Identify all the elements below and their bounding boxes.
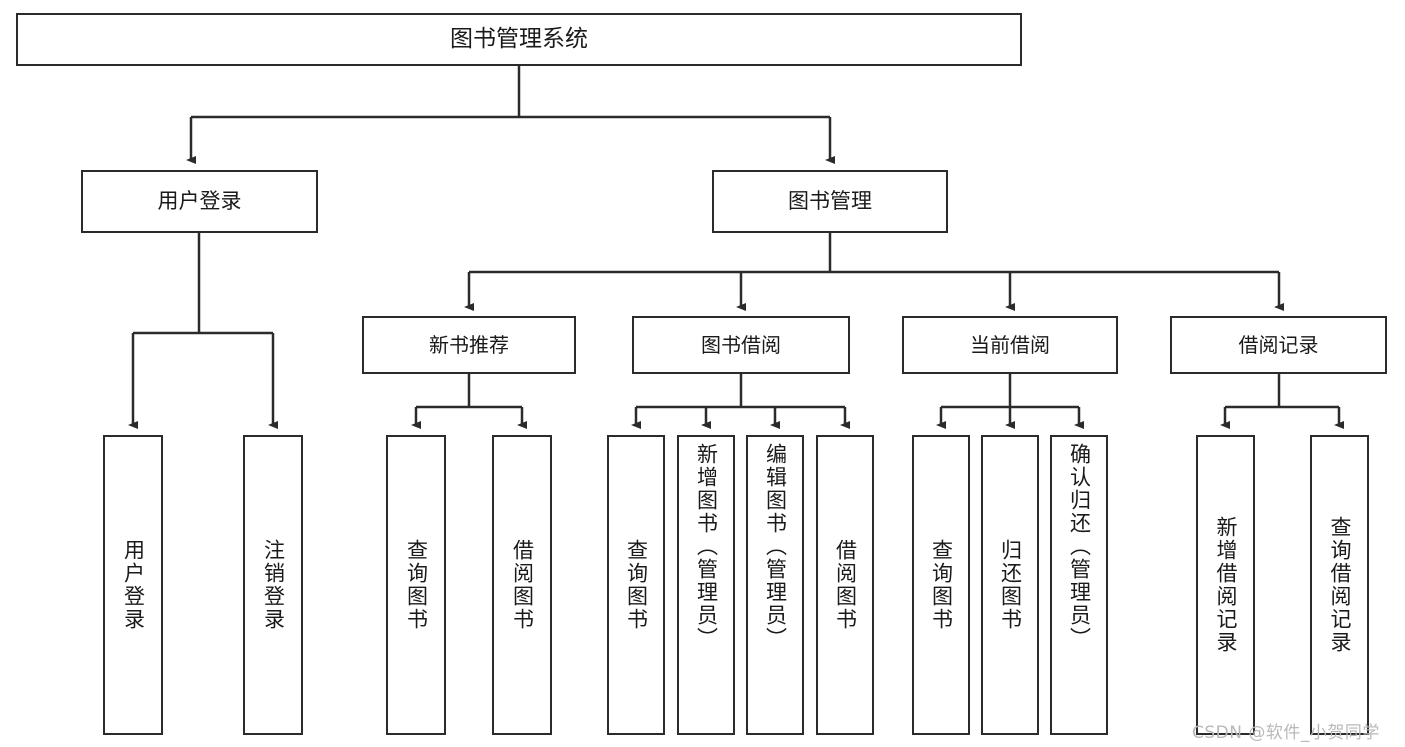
node-borrow-record[interactable]: 借阅记录: [1170, 316, 1387, 374]
csdn-watermark: CSDN @软件_小贺同学: [1192, 723, 1380, 743]
node-label: 新增借阅记录: [1214, 516, 1238, 654]
node-label: 编辑图书（管理员）: [763, 443, 788, 650]
leaf-current-return-book[interactable]: 归还图书: [981, 435, 1039, 735]
node-label: 归还图书: [998, 539, 1023, 631]
leaf-borrow-borrow-book[interactable]: 借阅图书: [816, 435, 874, 735]
node-label: 图书管理: [788, 189, 872, 213]
node-label: 用户登录: [121, 539, 146, 631]
node-book-borrow[interactable]: 图书借阅: [632, 316, 850, 374]
leaf-current-confirm-return-admin[interactable]: 确认归还（管理员）: [1050, 435, 1108, 735]
node-label: 新书推荐: [429, 333, 509, 357]
leaf-user-login-signout[interactable]: 注销登录: [243, 435, 303, 735]
node-label: 查询图书: [624, 539, 649, 631]
node-label: 借阅记录: [1238, 333, 1319, 357]
leaf-recommend-query-book[interactable]: 查询图书: [386, 435, 446, 735]
node-label: 查询图书: [929, 539, 954, 631]
node-label: 新增图书（管理员）: [694, 443, 719, 650]
node-new-book-recommend[interactable]: 新书推荐: [362, 316, 576, 374]
node-label: 查询图书: [404, 539, 429, 631]
node-label: 当前借阅: [970, 333, 1050, 357]
node-label: 图书管理系统: [450, 26, 588, 52]
node-book-management[interactable]: 图书管理: [712, 170, 948, 233]
node-current-borrow[interactable]: 当前借阅: [902, 316, 1118, 374]
node-label: 确认归还（管理员）: [1067, 443, 1092, 650]
leaf-user-login-signin[interactable]: 用户登录: [103, 435, 163, 735]
node-user-login[interactable]: 用户登录: [81, 170, 318, 233]
leaf-borrow-edit-book-admin[interactable]: 编辑图书（管理员）: [746, 435, 804, 735]
leaf-recommend-borrow-book[interactable]: 借阅图书: [492, 435, 552, 735]
leaf-record-query-record[interactable]: 查询借阅记录: [1310, 435, 1369, 735]
leaf-borrow-query-book[interactable]: 查询图书: [607, 435, 665, 735]
node-label: 借阅图书: [510, 539, 535, 631]
leaf-borrow-add-book-admin[interactable]: 新增图书（管理员）: [677, 435, 735, 735]
leaf-record-add-record[interactable]: 新增借阅记录: [1196, 435, 1255, 735]
node-label: 用户登录: [157, 189, 242, 213]
node-root-system[interactable]: 图书管理系统: [16, 13, 1022, 66]
node-label: 图书借阅: [701, 333, 781, 357]
node-label: 注销登录: [261, 539, 286, 631]
node-label: 借阅图书: [833, 539, 858, 631]
node-label: 查询借阅记录: [1328, 516, 1352, 654]
leaf-current-query-book[interactable]: 查询图书: [912, 435, 970, 735]
